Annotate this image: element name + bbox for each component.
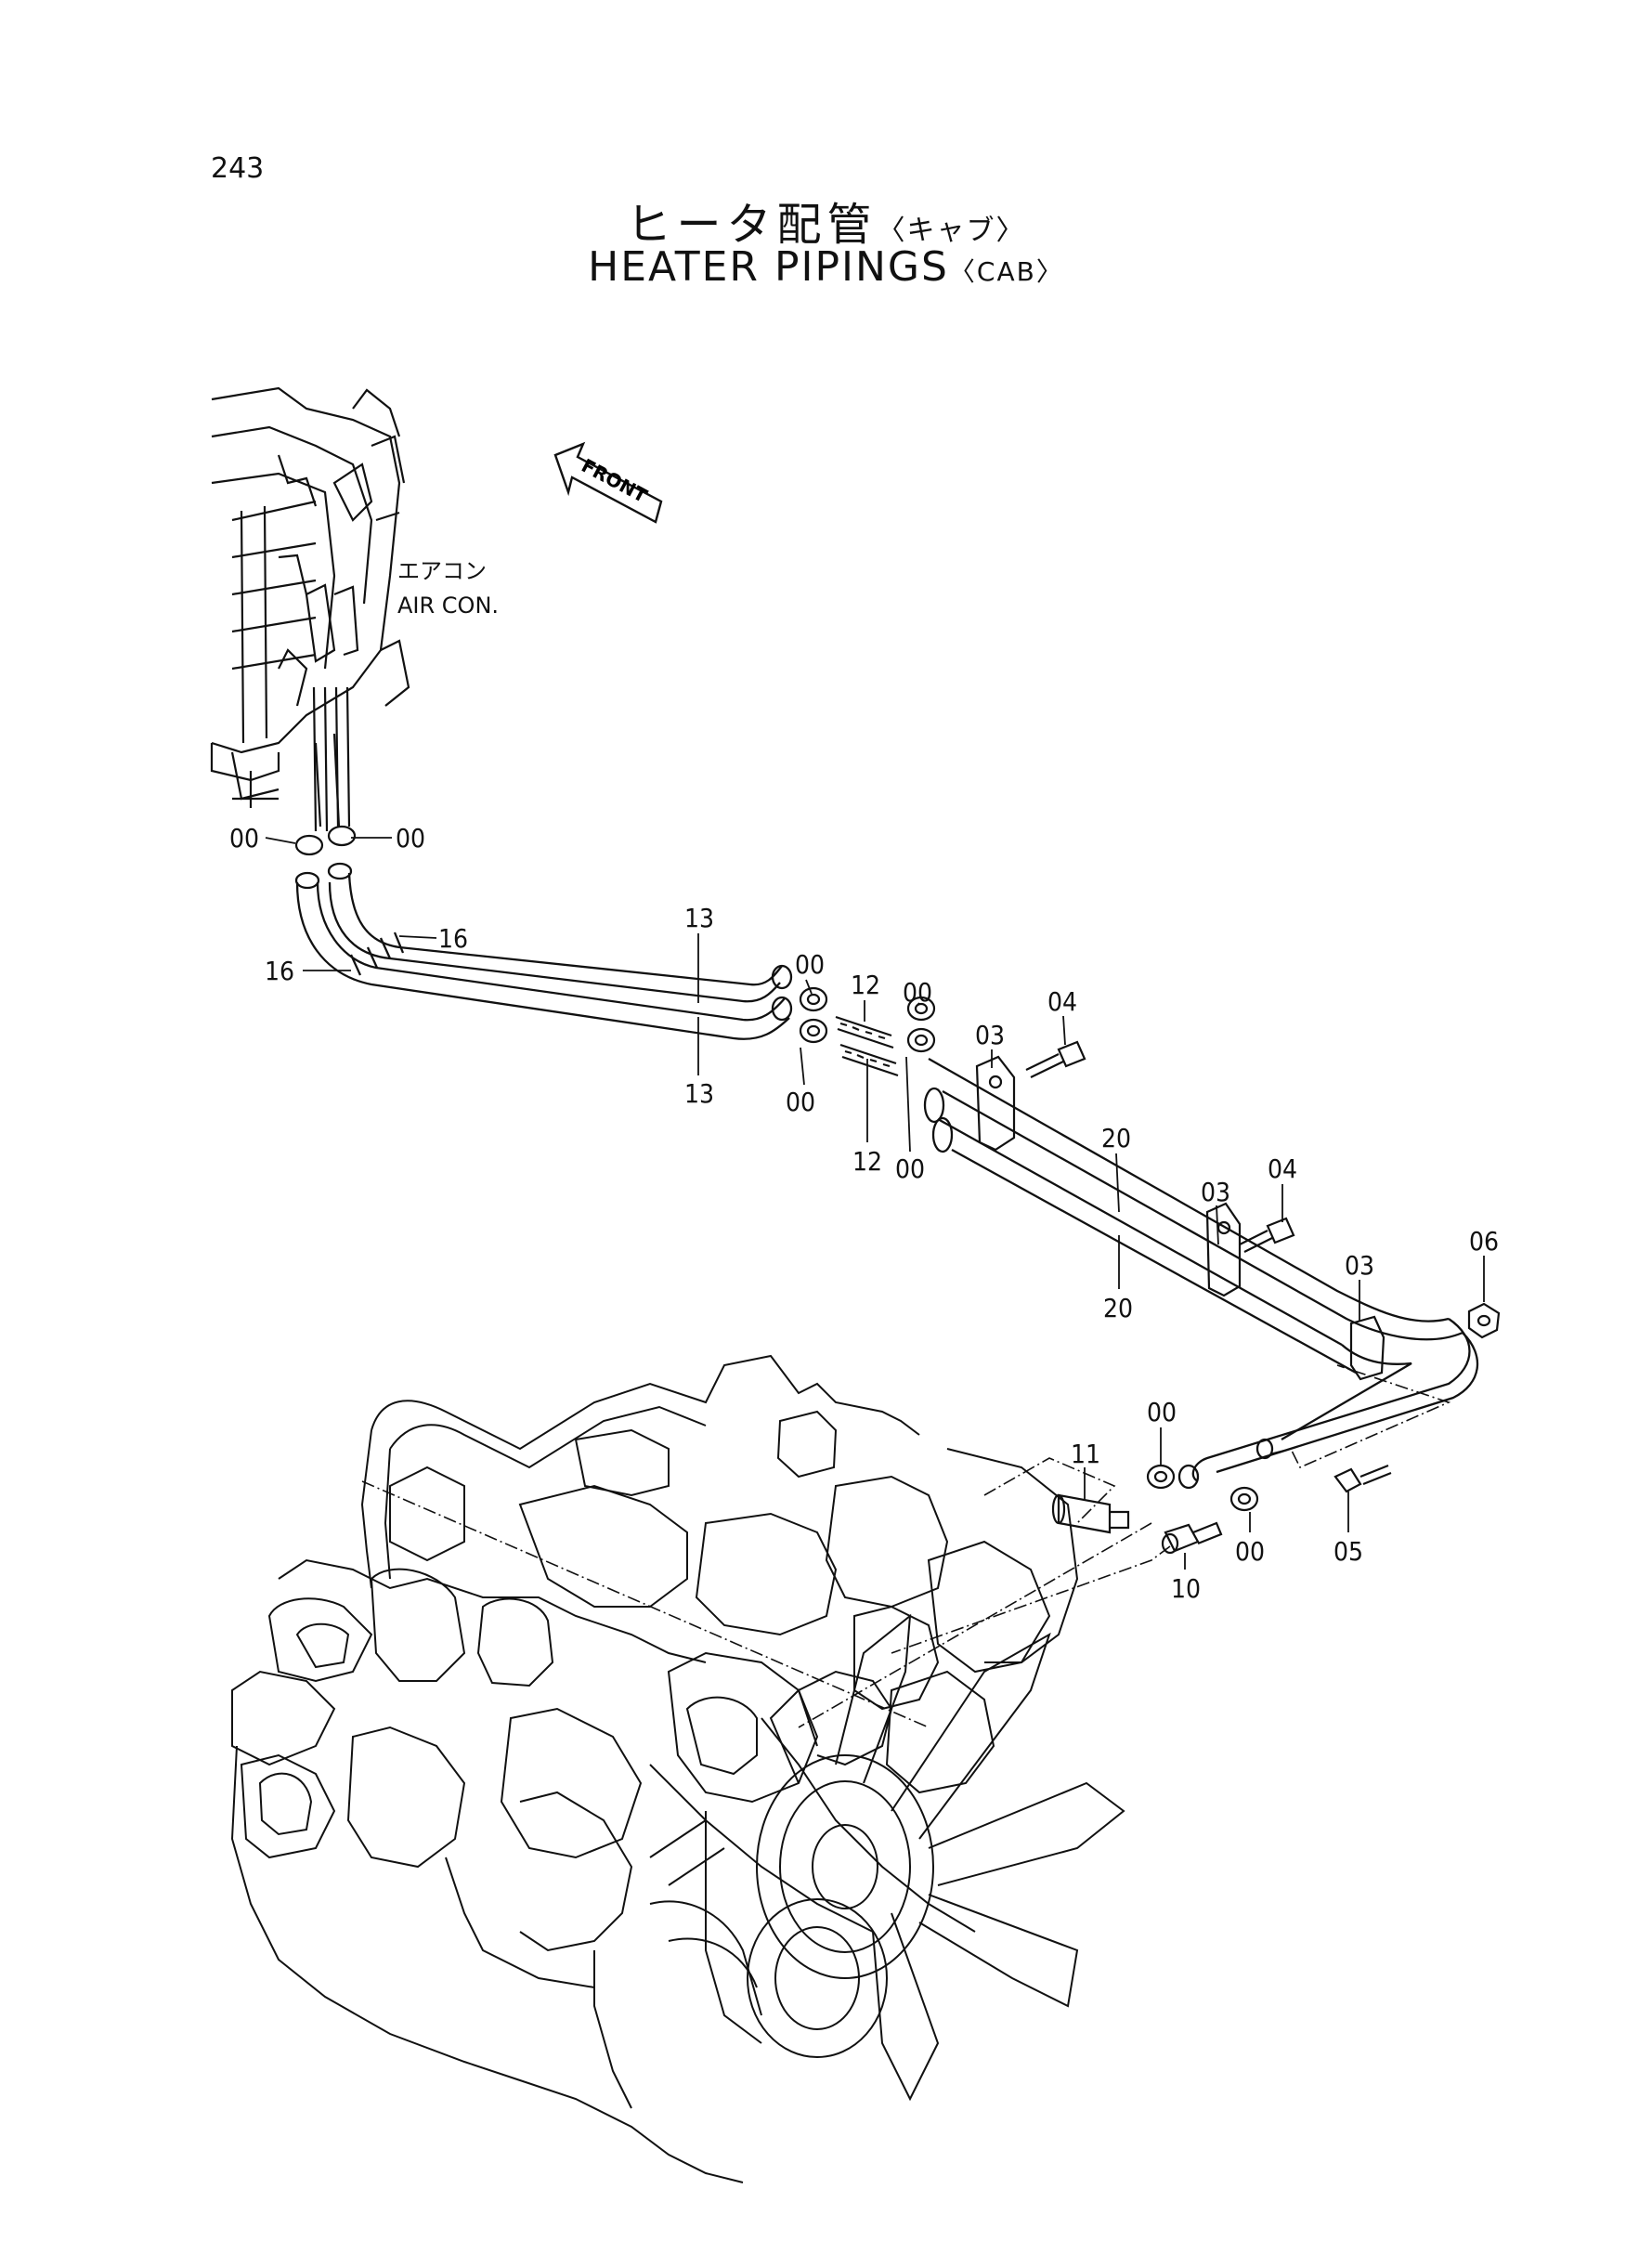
title-jp-main: ヒータ配管 [626, 199, 878, 251]
part-label-00: 00 [396, 823, 425, 853]
part-label-20: 20 [1101, 1123, 1131, 1153]
engine-assembly [230, 1354, 1079, 2183]
page-number: 243 [211, 152, 265, 185]
part-label-13: 13 [684, 903, 714, 933]
bolts-04 [1025, 1040, 1295, 1253]
part-label-00: 00 [1235, 1536, 1265, 1567]
fitting-11 [1051, 1493, 1130, 1534]
part-label-00: 00 [786, 1087, 815, 1117]
part-label-00: 00 [229, 823, 259, 853]
part-label-group: 00 00 16 16 13 13 00 00 12 12 00 00 03 0… [229, 823, 1499, 1604]
brackets-03 [975, 1055, 1385, 1381]
part-label-04: 04 [1047, 986, 1077, 1017]
part-label-03: 03 [975, 1020, 1005, 1050]
part-label-13: 13 [684, 1078, 714, 1109]
part-label-03: 03 [1345, 1250, 1374, 1281]
part-label-00: 00 [895, 1153, 925, 1184]
part-label-00: 00 [903, 977, 932, 1008]
pipes-20 [923, 1058, 1479, 1490]
part-label-20: 20 [1103, 1293, 1133, 1323]
hose-13 [294, 862, 793, 1040]
fitting-10 [1161, 1521, 1223, 1555]
callout-jp: エアコン [397, 558, 487, 584]
nut-06 [1467, 1302, 1501, 1339]
fan-pulley [649, 1613, 1125, 2102]
part-label-16: 16 [438, 923, 468, 954]
part-label-12: 12 [852, 1146, 882, 1177]
pipe-joints-12 [835, 1015, 899, 1077]
air-con-hoses [294, 686, 357, 856]
part-label-04: 04 [1268, 1153, 1297, 1184]
leader-lines [361, 1364, 1451, 1728]
callout-en: AIR CON. [397, 593, 499, 619]
part-label-12: 12 [851, 970, 880, 1000]
bolt-05 [1333, 1464, 1392, 1493]
part-label-06: 06 [1469, 1226, 1499, 1257]
air-conditioner-unit [210, 386, 410, 827]
title-en-main: HEATER PIPINGS [588, 243, 949, 291]
part-label-00: 00 [795, 949, 825, 980]
title-en-sub: 〈CAB〉 [948, 256, 1064, 287]
clamp-hardware [799, 986, 936, 1053]
page-title-jp: ヒータ配管〈キャブ〉 [0, 188, 1652, 253]
clamps-lower [1146, 1464, 1259, 1512]
page-title-en: HEATER PIPINGS〈CAB〉 [0, 243, 1652, 291]
front-arrow: FRONT [553, 441, 663, 524]
part-label-00: 00 [1147, 1397, 1177, 1427]
part-label-05: 05 [1333, 1536, 1363, 1567]
part-label-03: 03 [1201, 1177, 1230, 1207]
part-label-16: 16 [265, 956, 294, 986]
title-jp-sub: 〈キャブ〉 [877, 215, 1026, 247]
part-label-10: 10 [1171, 1573, 1201, 1604]
part-label-11: 11 [1071, 1439, 1100, 1469]
